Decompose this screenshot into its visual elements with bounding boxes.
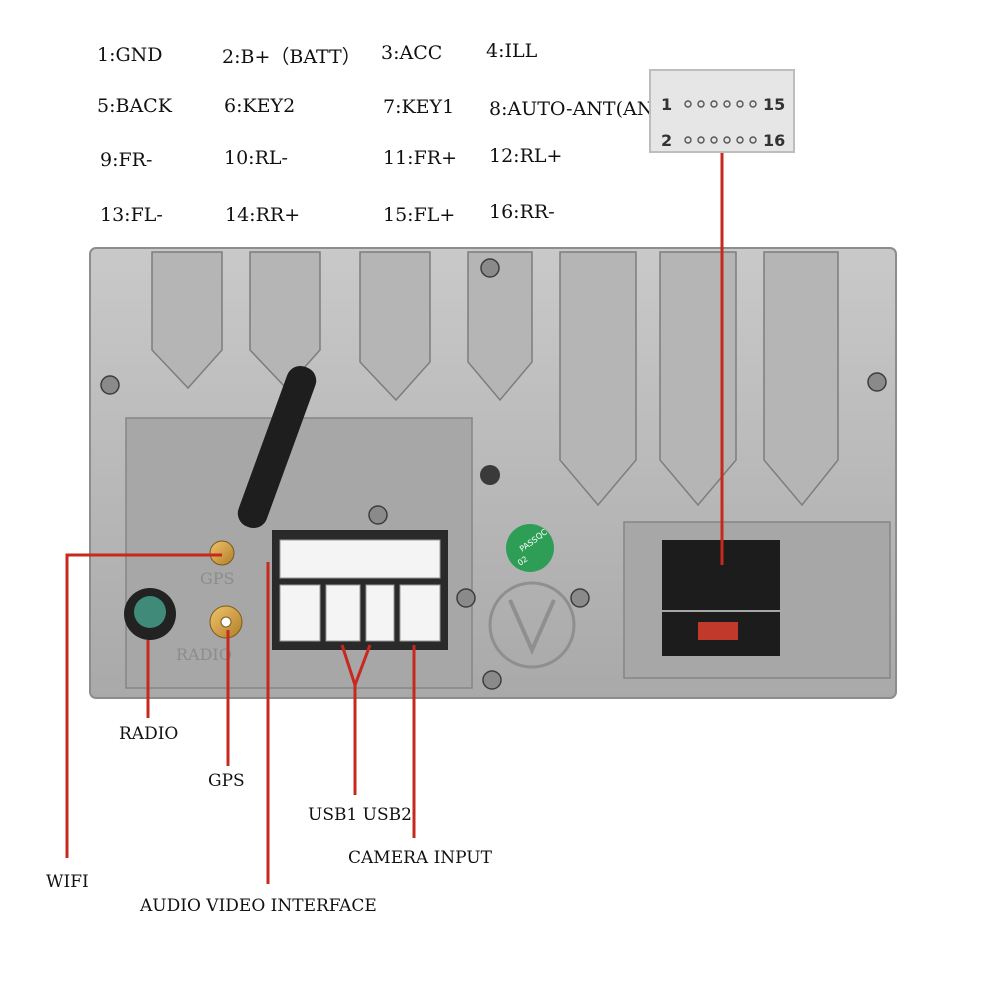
heatsink-ribs bbox=[151, 251, 839, 507]
pin-11-label: 11:FR+ bbox=[383, 147, 457, 169]
connector-pin-1: 1 bbox=[661, 95, 673, 114]
radio-embossed-text: RADIO bbox=[176, 645, 232, 664]
pin-7-label: 7:KEY1 bbox=[383, 96, 455, 118]
qc-sticker bbox=[506, 524, 554, 572]
callout-radio: RADIO bbox=[119, 724, 179, 744]
av-harness-connector bbox=[272, 530, 448, 650]
pin-1-label: 1:GND bbox=[97, 44, 163, 66]
pin-14-label: 14:RR+ bbox=[225, 204, 301, 226]
callout-audio-video-interface: AUDIO VIDEO INTERFACE bbox=[140, 896, 377, 916]
callout-lines bbox=[65, 153, 724, 884]
wifi-antenna bbox=[209, 365, 317, 566]
pin-5-label: 5:BACK bbox=[97, 95, 172, 117]
pin-3-label: 3:ACC bbox=[381, 42, 443, 64]
embossed-logo bbox=[488, 581, 576, 669]
iso-power-connector bbox=[662, 540, 780, 656]
callout-wifi: WIFI bbox=[46, 872, 89, 892]
pin-15-label: 15:FL+ bbox=[383, 204, 456, 226]
pin-13-label: 13:FL- bbox=[100, 204, 163, 226]
callout-camera-input: CAMERA INPUT bbox=[348, 848, 492, 868]
connector-pin-2: 2 bbox=[661, 131, 673, 150]
pin-9-label: 9:FR- bbox=[100, 149, 153, 171]
gps-embossed-text: GPS bbox=[200, 569, 235, 588]
pin-16-label: 16:RR- bbox=[489, 201, 555, 223]
connector-pin-15: 15 bbox=[763, 95, 786, 114]
panel-hole bbox=[480, 465, 500, 485]
connector-pin-diagram: 1 15 2 16 bbox=[649, 69, 795, 153]
pin-8-label: 8:AUTO-ANT(ANT) bbox=[489, 98, 674, 120]
connector-pin-16: 16 bbox=[763, 131, 786, 150]
pin-4-label: 4:ILL bbox=[486, 40, 538, 62]
pin-2-label: 2:B+（BATT） bbox=[222, 46, 361, 68]
callout-gps: GPS bbox=[208, 771, 245, 791]
pin-12-label: 12:RL+ bbox=[489, 145, 563, 167]
pin-6-label: 6:KEY2 bbox=[224, 95, 296, 117]
callout-usb: USB1 USB2 bbox=[308, 805, 412, 825]
connector-pin-dots bbox=[684, 100, 757, 144]
fuse bbox=[698, 622, 738, 640]
pin-10-label: 10:RL- bbox=[224, 147, 288, 169]
